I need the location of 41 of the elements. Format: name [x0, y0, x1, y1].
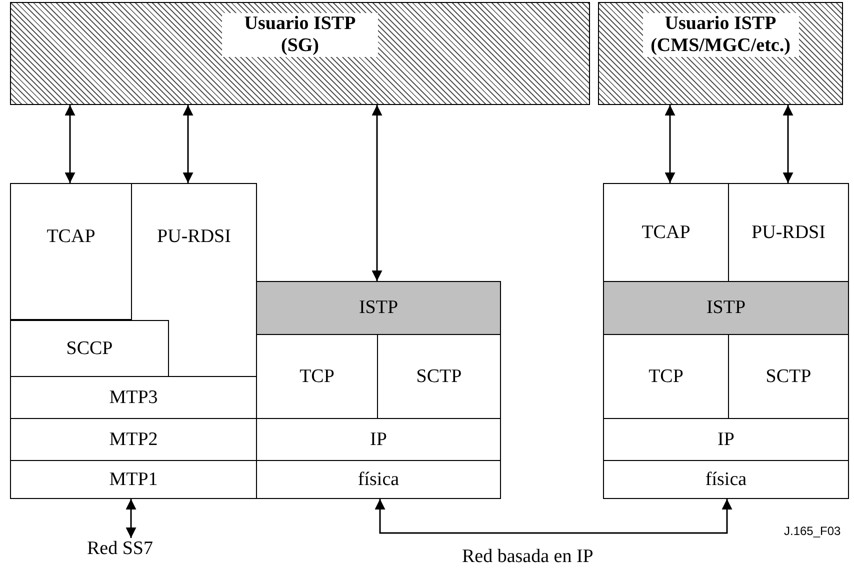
layer-label: física — [705, 468, 747, 490]
network-label: Red SS7 — [87, 538, 153, 560]
arrow — [782, 105, 794, 183]
arrow — [664, 105, 676, 183]
protocol-layer-box — [10, 320, 169, 377]
layer-label: IP — [370, 428, 387, 450]
layer-label: MTP3 — [109, 386, 158, 408]
user-block — [598, 2, 843, 105]
arrow — [126, 499, 136, 538]
protocol-layer-box — [603, 418, 849, 461]
layer-label: IP — [718, 428, 734, 450]
layer-label: MTP2 — [109, 428, 158, 450]
layer-label: ISTP — [706, 297, 746, 319]
protocol-layer-box — [603, 460, 849, 499]
layer-label: Usuario ISTP (SG) — [222, 13, 378, 57]
protocol-layer-box — [256, 460, 501, 499]
protocol-layer-box — [603, 281, 849, 335]
protocol-layer-box — [603, 183, 729, 282]
layer-label: Usuario ISTP (CMS/MGC/etc.) — [642, 13, 798, 57]
layer-label: SCTP — [766, 366, 812, 388]
layer-label: PU-RDSI — [752, 222, 826, 244]
layer-label: física — [358, 468, 400, 490]
layer-label: PU-RDSI — [157, 226, 231, 248]
layer-label: TCAP — [46, 226, 96, 248]
arrow — [374, 499, 732, 534]
protocol-layer-box — [728, 183, 849, 282]
protocol-layer-box — [256, 281, 501, 335]
protocol-layer-box — [10, 460, 257, 499]
figure-id: J.165_F03 — [784, 524, 841, 538]
layer-label: TCAP — [642, 222, 690, 244]
arrow — [182, 105, 194, 183]
layer-label: TCP — [648, 366, 684, 388]
layer-label: TCP — [300, 366, 334, 388]
layer-label: SCTP — [416, 366, 462, 388]
arrow — [64, 105, 76, 183]
layer-label: ISTP — [358, 297, 398, 319]
layer-label: SCCP — [66, 338, 113, 360]
layer-label: MTP1 — [109, 468, 158, 490]
user-block — [10, 2, 590, 105]
arrow — [372, 105, 382, 281]
protocol-layer-box — [10, 183, 132, 320]
